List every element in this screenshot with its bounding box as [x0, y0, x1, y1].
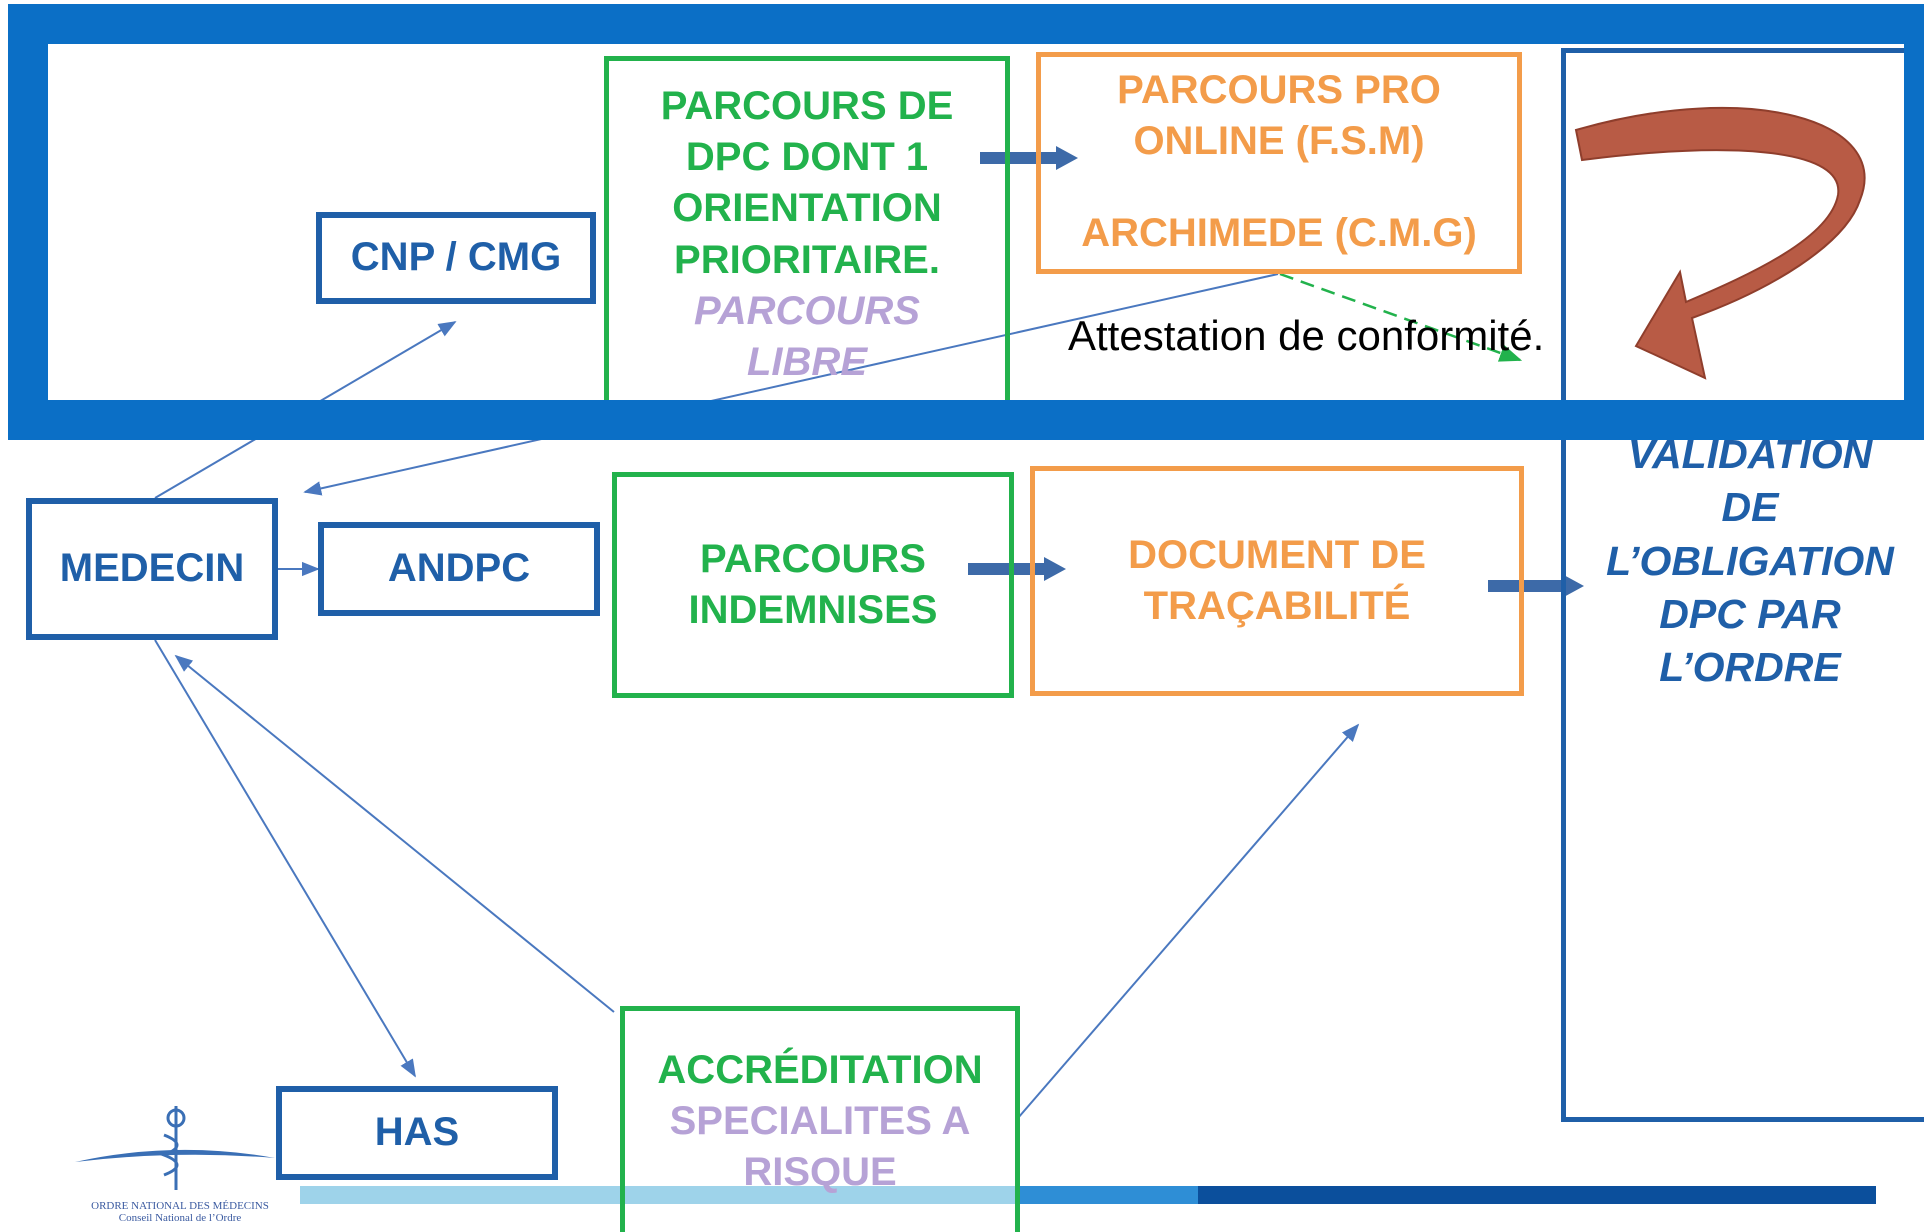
cnp-cmg-box: CNP / CMG	[316, 212, 596, 304]
parcours-pro-box: PARCOURS PRO ONLINE (F.S.M) ARCHIMEDE (C…	[1036, 52, 1522, 274]
curved-arrow	[1574, 107, 1866, 380]
validation-line-4: DPC PAR	[1659, 590, 1841, 637]
logo-text: Ordre National des Médecins Conseil Nati…	[70, 1200, 290, 1224]
block-arrow-document-to-validation	[1488, 574, 1584, 598]
document-line-1: DOCUMENT DE	[1128, 532, 1426, 577]
parcours-indemnises-line-1: PARCOURS	[700, 536, 926, 581]
parcours-dpc-box: PARCOURS DE DPC DONT 1 ORIENTATION PRIOR…	[604, 56, 1010, 408]
parcours-dpc-line-3: ORIENTATION	[672, 186, 942, 231]
validation-line-5: L’ORDRE	[1659, 644, 1841, 691]
arrow-archimede-to-medecin	[303, 273, 1279, 496]
andpc-label: ANDPC	[387, 546, 531, 591]
arrow-medecin-to-cnp	[154, 321, 457, 499]
footer-bar-dark	[1198, 1186, 1876, 1204]
logo-line-2: Conseil National de l’Ordre	[118, 1212, 242, 1225]
parcours-indemnises-box: PARCOURS INDEMNISES	[612, 472, 1014, 698]
parcours-dpc-line-2: DPC DONT 1	[685, 135, 929, 180]
validation-line-1: VALIDATION	[1627, 431, 1873, 477]
andpc-box: ANDPC	[318, 522, 600, 616]
validation-line-2: DE	[1721, 484, 1779, 531]
arrow-medecin-to-has	[154, 639, 416, 1078]
document-tracabilite-box: DOCUMENT DE TRAÇABILITÉ	[1030, 466, 1524, 696]
accreditation-label: ACCRÉDITATION	[657, 1047, 983, 1092]
block-arrow-indemnises-to-document	[968, 557, 1066, 581]
parcours-libre-line-1: PARCOURS	[694, 288, 920, 333]
validation-panel	[1561, 48, 1924, 1122]
logo-line-1: Ordre National des Médecins	[91, 1200, 269, 1212]
validation-line-3: L’OBLIGATION	[1606, 537, 1894, 584]
cnp-cmg-label: CNP / CMG	[350, 235, 562, 280]
has-label: HAS	[374, 1110, 460, 1155]
parcours-pro-line-2: ONLINE (F.S.M)	[1133, 119, 1425, 164]
specialites-line-1: SPECIALITES A	[669, 1098, 971, 1143]
block-arrow-parcours-to-pro	[980, 146, 1078, 170]
parcours-dpc-line-1: PARCOURS DE	[660, 84, 954, 128]
footer-bar-mid	[1018, 1186, 1198, 1204]
arrow-accreditation-to-medecin	[174, 654, 615, 1013]
parcours-indemnises-line-2: INDEMNISES	[688, 588, 938, 632]
specialites-line-2: RISQUE	[743, 1150, 897, 1195]
parcours-libre-line-2: LIBRE	[747, 339, 867, 384]
medecin-box: MEDECIN	[26, 498, 278, 640]
medecin-label: MEDECIN	[59, 546, 245, 591]
attestation-text: Attestation de conformité.	[1068, 312, 1545, 359]
arrow-accreditation-to-document	[1017, 723, 1360, 1119]
logo-emblem	[75, 1106, 275, 1190]
archimede-label: ARCHIMEDE (C.M.G)	[1081, 210, 1477, 255]
has-box: HAS	[276, 1086, 558, 1180]
accreditation-box: ACCRÉDITATION SPECIALITES A RISQUE	[620, 1006, 1020, 1232]
parcours-pro-line-1: PARCOURS PRO	[1117, 68, 1441, 112]
document-line-2: TRAÇABILITÉ	[1143, 584, 1411, 628]
parcours-dpc-line-4: PRIORITAIRE.	[674, 237, 940, 282]
validation-label: VALIDATION DE L’OBLIGATION DPC PAR L’ORD…	[1575, 428, 1924, 694]
footer-bar-light	[300, 1186, 1200, 1204]
